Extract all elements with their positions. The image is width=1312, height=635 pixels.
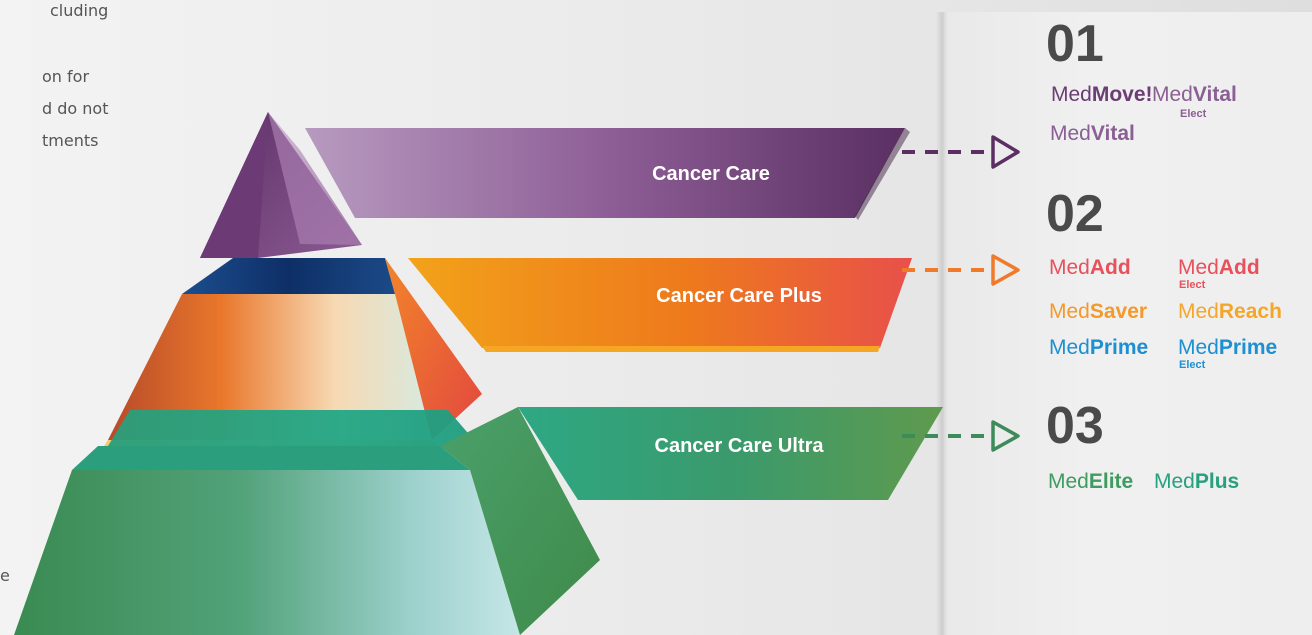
product-prefix: Med: [1178, 300, 1219, 323]
product-suffix: Prime: [1089, 336, 1149, 359]
product-suffix: Vital: [1192, 83, 1237, 106]
elect-label: Elect: [1180, 108, 1207, 120]
product-prefix: Med: [1051, 83, 1092, 106]
text-fragment: d do not: [42, 99, 109, 118]
connector-03: [902, 420, 1020, 452]
product-prefix: Med: [1049, 300, 1090, 323]
band-cancer-care: [305, 128, 910, 220]
product-prefix: Med: [1178, 256, 1219, 279]
left-text-column: cluding on for d do not tments e: [0, 0, 260, 635]
product-prefix: Med: [1050, 122, 1091, 145]
product-suffix: Add: [1089, 256, 1131, 279]
product-medreach: MedReach: [1178, 300, 1282, 324]
product-suffix: Elite: [1088, 470, 1134, 493]
product-suffix: Saver: [1089, 300, 1148, 323]
product-prefix: Med: [1049, 256, 1090, 279]
product-medsaver: MedSaver: [1049, 300, 1147, 324]
connector-01: [902, 135, 1020, 169]
product-suffix: Reach: [1218, 300, 1282, 323]
product-medplus: MedPlus: [1154, 470, 1239, 494]
product-prefix: Med: [1049, 336, 1090, 359]
product-suffix: Move!: [1091, 83, 1153, 106]
band-cancer-care-plus: [408, 258, 912, 352]
elect-label: Elect: [1179, 279, 1206, 291]
text-fragment: tments: [42, 131, 99, 150]
band-label-cancer-care-plus: Cancer Care Plus: [656, 285, 822, 307]
elect-label: Elect: [1179, 359, 1206, 371]
product-suffix: Vital: [1090, 122, 1135, 145]
pyramid-top: [200, 112, 362, 258]
band-label-cancer-care: Cancer Care: [652, 163, 770, 185]
tier-number-03: 03: [1046, 397, 1104, 455]
text-fragment: e: [0, 566, 10, 585]
band-cancer-care-ultra: [518, 407, 943, 500]
product-prefix: Med: [1152, 83, 1193, 106]
product-panel: [944, 12, 1312, 635]
product-medvital-elect: MedVital: [1152, 83, 1237, 107]
tier-number-01: 01: [1046, 15, 1104, 73]
product-medprime-elect: MedPrime: [1178, 336, 1277, 360]
text-fragment: cluding: [50, 1, 109, 20]
product-suffix: Plus: [1194, 470, 1240, 493]
product-prefix: Med: [1154, 470, 1195, 493]
product-medadd-elect: MedAdd: [1178, 256, 1260, 280]
product-medprime: MedPrime: [1049, 336, 1148, 360]
panel-shadow: [936, 12, 948, 635]
product-medadd: MedAdd: [1049, 256, 1131, 280]
band-label-cancer-care-ultra: Cancer Care Ultra: [654, 435, 824, 457]
connector-02: [902, 254, 1020, 286]
product-suffix: Prime: [1218, 336, 1278, 359]
product-medvital: MedVital: [1050, 122, 1135, 146]
text-fragment: on for: [42, 67, 90, 86]
tier-number-02: 02: [1046, 185, 1104, 243]
product-prefix: Med: [1178, 336, 1219, 359]
pyramid-bottom: [14, 407, 600, 635]
product-medmove: MedMove!: [1051, 83, 1153, 107]
product-medelite: MedElite: [1048, 470, 1133, 494]
product-prefix: Med: [1048, 470, 1089, 493]
product-suffix: Add: [1218, 256, 1260, 279]
